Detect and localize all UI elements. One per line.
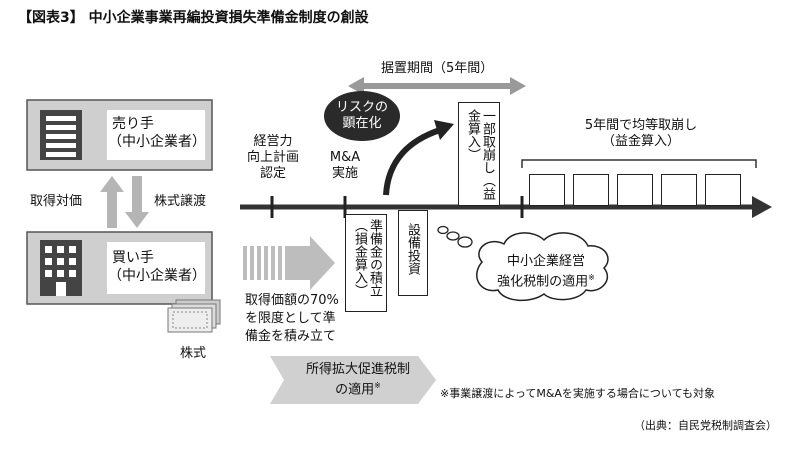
withdrawal-box — [617, 174, 653, 206]
limit-text: 取得価額の70% を限度として準 備金を積み立て — [245, 293, 339, 344]
building-icon — [40, 240, 82, 296]
period-label: 据置期間（5年間） — [381, 61, 494, 76]
thought-bubbles — [437, 225, 473, 248]
stock-certificate-icon — [167, 299, 221, 333]
timeline-arrowhead — [752, 196, 772, 218]
seller-label: 売り手 — [112, 116, 154, 132]
cloud-label: 中小企業経営 強化税制の適用※ — [497, 254, 595, 290]
price-label: 取得対価 — [30, 194, 83, 209]
withdrawal-box — [705, 174, 741, 206]
note: ※事業譲渡によってM&Aを実施する場合についても対象 — [440, 387, 716, 400]
seller-sublabel: （中小企業者） — [108, 134, 206, 150]
risk-label: リスクの 顕在化 — [335, 100, 388, 131]
seller-inner — [107, 110, 205, 160]
promo-arrow — [270, 356, 436, 404]
ma-label: M&A 実施 — [329, 150, 361, 181]
striped-arrow — [243, 236, 335, 290]
buyer-inner — [107, 242, 205, 294]
partial-label: 一部取崩し（益金算入） — [465, 109, 495, 200]
source: （出典：自民党税制調査会） — [634, 419, 777, 432]
withdrawal-box — [529, 174, 565, 206]
certify-label: 経営力 向上計画 認定 — [247, 134, 300, 181]
promo-label: 所得拡大促進税制 の適用※ — [305, 362, 410, 398]
risk-arrow — [383, 127, 441, 196]
buyer-label: 買い手 — [112, 250, 154, 266]
cloud-shape — [476, 232, 609, 302]
withdrawal-box — [661, 174, 697, 206]
reserve-box: 準備金の積立（損金算入） — [345, 214, 387, 312]
diagram-title: 【図表3】 中小企業事業再編投資損失準備金制度の創設 — [18, 10, 369, 26]
equal-bracket — [521, 159, 757, 168]
risk-arrow-head — [434, 120, 454, 140]
period-arrow — [348, 77, 526, 95]
transfer-label: 株式譲渡 — [154, 194, 207, 209]
withdrawal-box — [573, 174, 609, 206]
stock-label: 株式 — [180, 346, 207, 361]
buyer-sublabel: （中小企業者） — [108, 268, 206, 284]
invest-label: 設備投資 — [405, 223, 420, 275]
equal-label: 5年間で均等取崩し （益金算入） — [584, 118, 698, 149]
reserve-label: 準備金の積立（損金算入） — [352, 219, 382, 297]
partial-box: 一部取崩し（益金算入） — [458, 102, 500, 206]
invest-box: 設備投資 — [398, 210, 428, 296]
exchange-arrows — [100, 176, 149, 228]
building-icon — [40, 110, 82, 160]
risk-ellipse — [324, 91, 400, 141]
